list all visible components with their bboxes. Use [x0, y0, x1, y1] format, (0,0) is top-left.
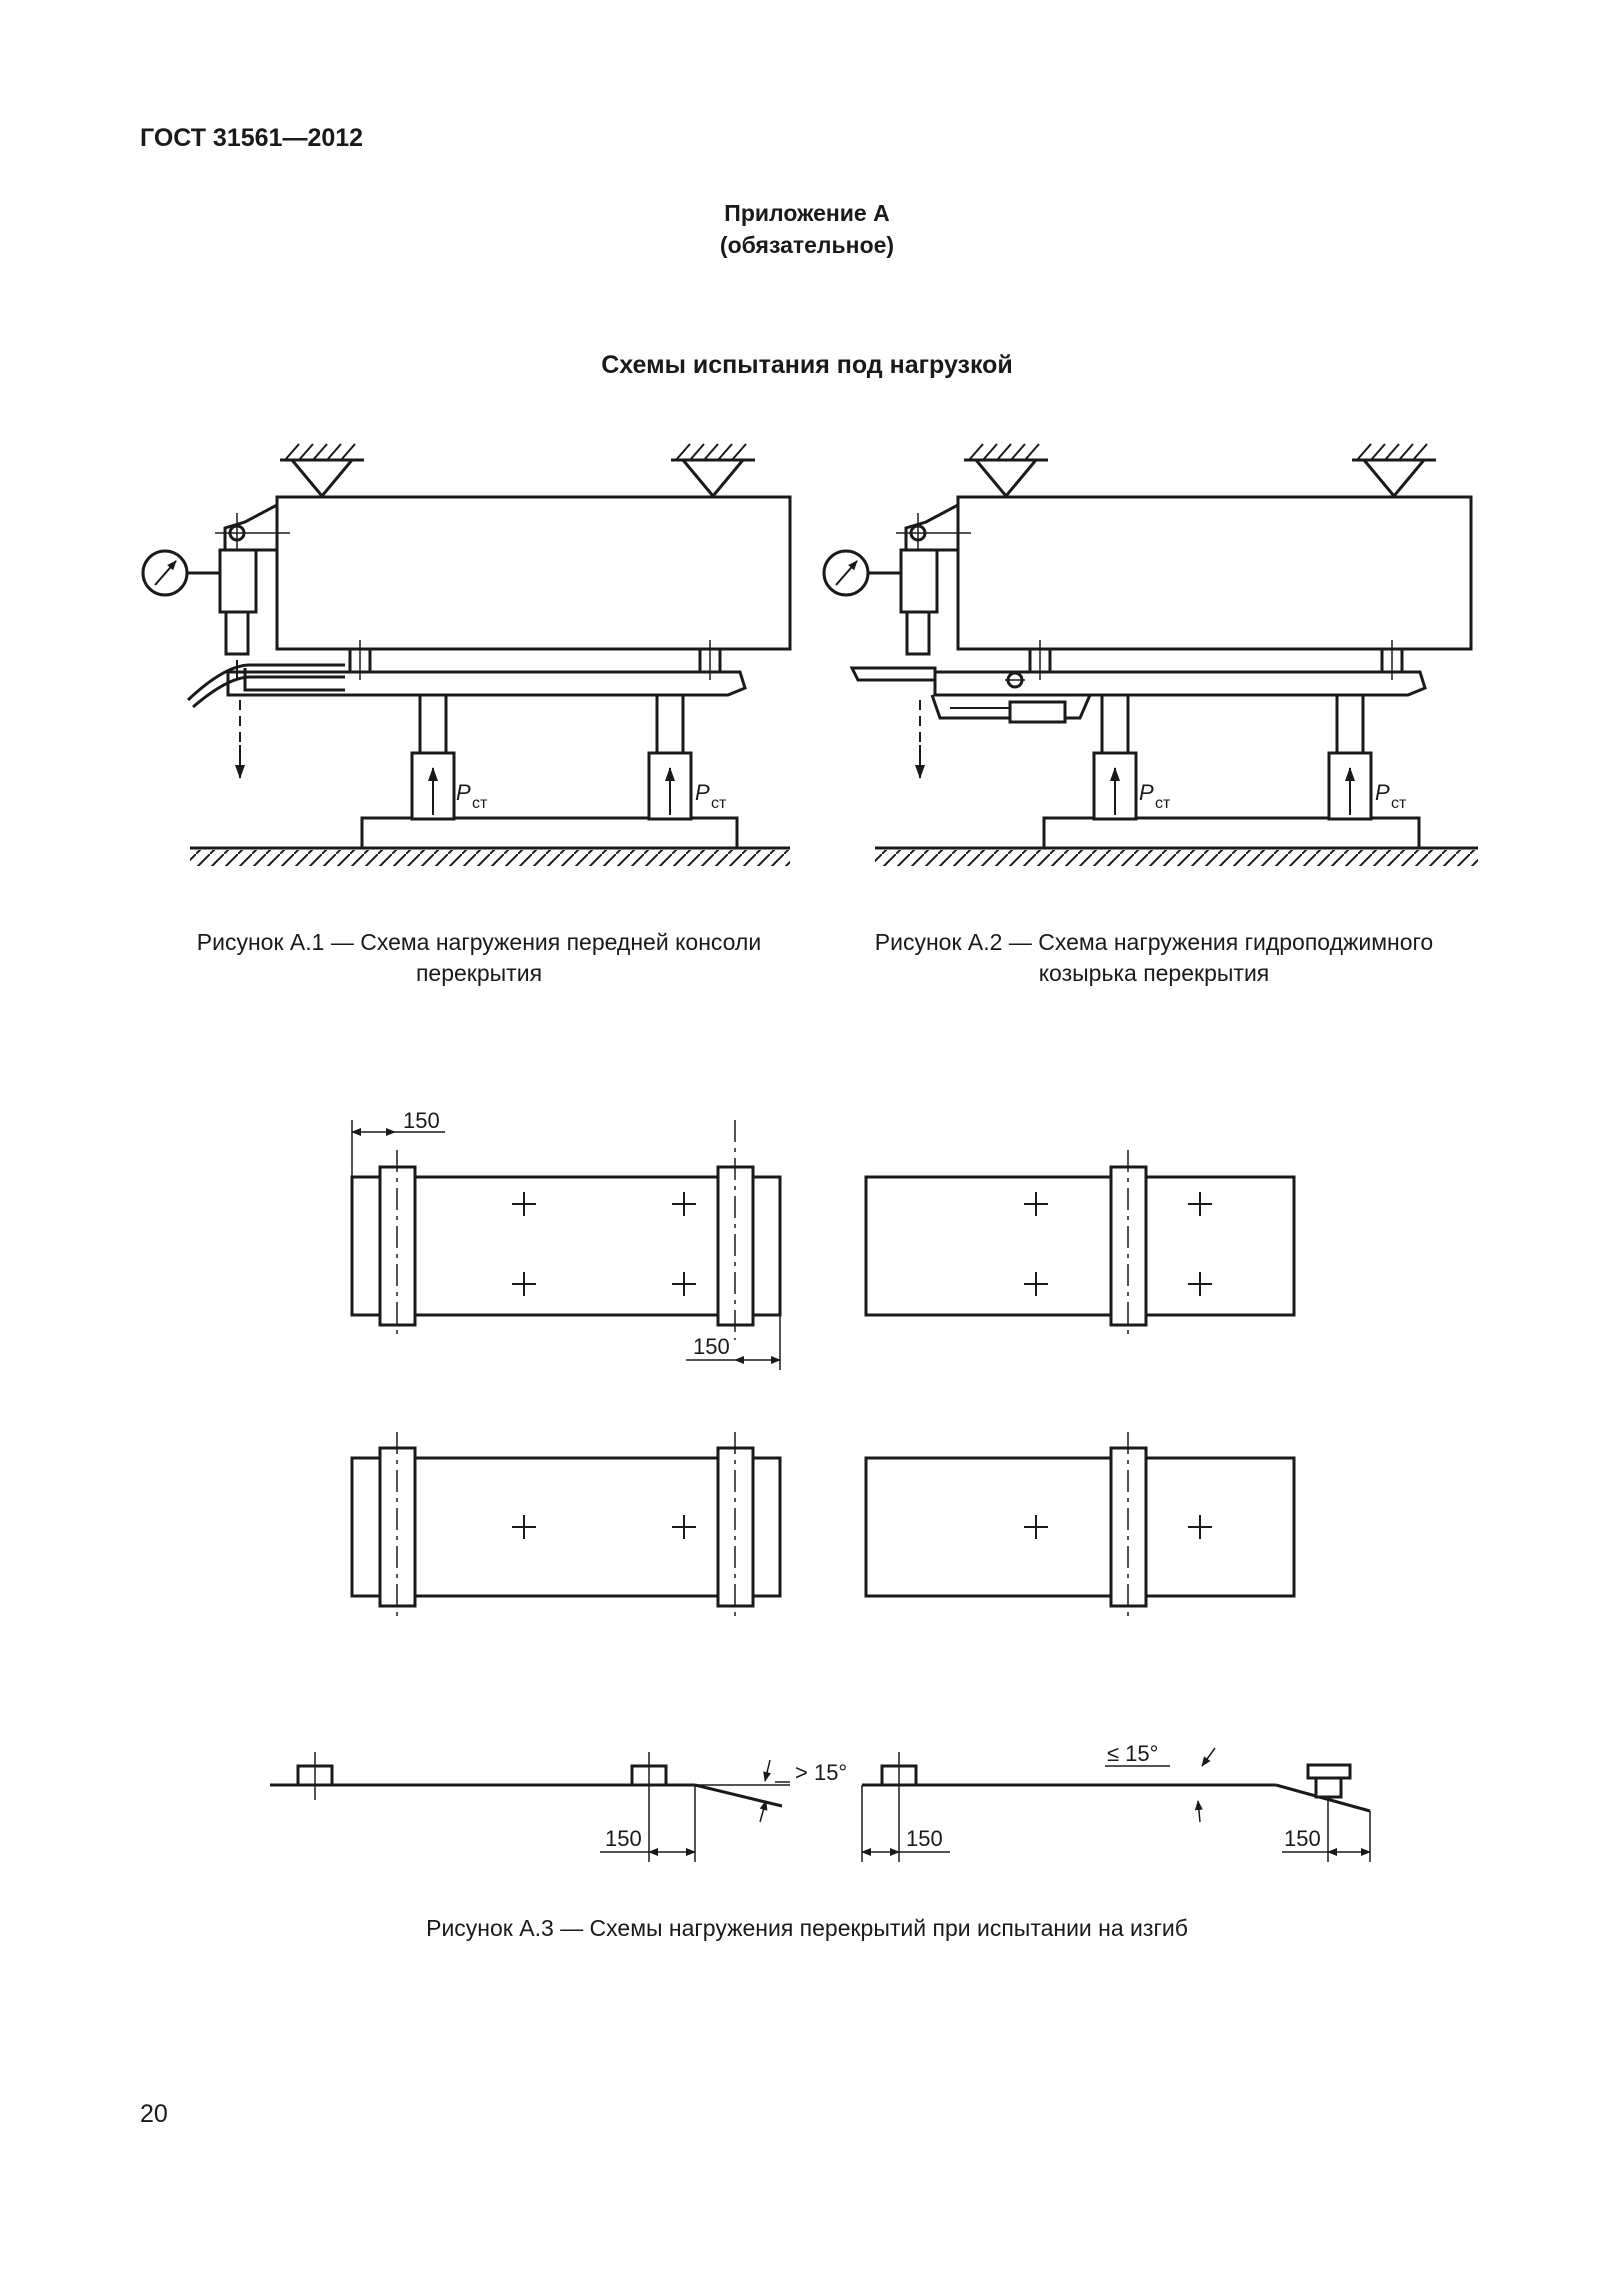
- dimension-labels: 150 150 150 150 150 > 15° ≤ 15°: [403, 1108, 1321, 1851]
- figure-a2-caption: Рисунок А.2 — Схема нагружения гидроподж…: [834, 927, 1474, 989]
- force-sub-1: ст: [472, 795, 488, 812]
- dim-150-e: 150: [1284, 1826, 1321, 1851]
- dim-150-d: 150: [906, 1826, 943, 1851]
- dim-150-b: 150: [693, 1334, 730, 1359]
- force-labels: P ст P ст P ст P ст: [456, 780, 1407, 812]
- page-number: 20: [140, 2100, 168, 2128]
- document-header: ГОСТ 31561—2012: [140, 124, 364, 152]
- angle-gt-15: > 15°: [795, 1760, 847, 1785]
- force-sub-2: ст: [711, 795, 727, 812]
- figure-a1-caption-line1: Рисунок А.1 — Схема нагружения передней …: [196, 929, 762, 955]
- appendix-title: Приложение А: [724, 200, 890, 226]
- force-label-3: P: [1139, 780, 1154, 805]
- figure-a2-caption-line2: козырька перекрытия: [1038, 960, 1270, 986]
- figure-a2-diagram: [822, 443, 1478, 866]
- force-label-2: P: [695, 780, 710, 805]
- figure-a1-diagram: [141, 443, 792, 866]
- section-title: Схемы испытания под нагрузкой: [601, 351, 1013, 379]
- dim-150-a: 150: [403, 1108, 440, 1133]
- angle-le-15: ≤ 15°: [1107, 1741, 1158, 1766]
- force-label-4: P: [1375, 780, 1390, 805]
- figure-a2-caption-line1: Рисунок А.2 — Схема нагружения гидроподж…: [874, 929, 1434, 955]
- force-sub-4: ст: [1391, 795, 1407, 812]
- force-label-1: P: [456, 780, 471, 805]
- figure-a1-caption: Рисунок А.1 — Схема нагружения передней …: [160, 927, 798, 989]
- figure-a1-caption-line2: перекрытия: [415, 960, 543, 986]
- dim-150-c: 150: [605, 1826, 642, 1851]
- figure-a3-caption: Рисунок А.3 — Схемы нагружения перекрыти…: [426, 1915, 1188, 1941]
- force-sub-3: ст: [1155, 795, 1171, 812]
- appendix-status: (обязательное): [719, 232, 895, 258]
- figure-a3-diagram: [270, 1120, 1371, 1862]
